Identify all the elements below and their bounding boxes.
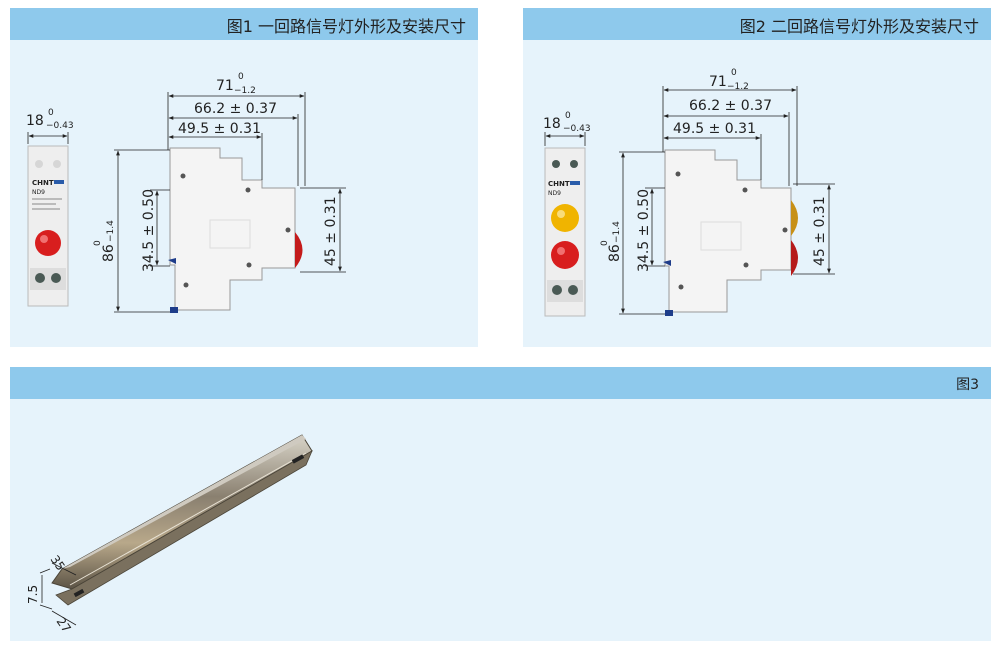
device-brand: CHNT xyxy=(548,180,570,188)
figure-2-panel: 图2 二回路信号灯外形及安装尺寸 CHNT ND9 18 0 xyxy=(523,8,991,347)
svg-text:0: 0 xyxy=(93,240,103,246)
svg-text:−1.4: −1.4 xyxy=(612,221,622,243)
dim-overall: 71 0 −1.2 xyxy=(662,68,798,186)
dim-overall: 71 0 −1.2 xyxy=(167,72,306,186)
svg-text:27: 27 xyxy=(54,615,74,636)
figure-1-drawing: CHNT ND9 18 0 −0.43 xyxy=(26,72,346,313)
figure-3-header: 图3 xyxy=(10,367,991,399)
dim-height: 86 0 −1.4 xyxy=(600,151,665,315)
figure-3-title: 图3 xyxy=(956,377,979,393)
svg-text:34.5 ± 0.50: 34.5 ± 0.50 xyxy=(141,189,157,272)
device-model: ND9 xyxy=(548,190,561,197)
svg-text:86: 86 xyxy=(607,244,623,262)
svg-text:0: 0 xyxy=(565,111,571,121)
svg-text:0: 0 xyxy=(600,240,610,246)
svg-text:−1.4: −1.4 xyxy=(106,220,116,242)
red-lamp xyxy=(551,241,579,269)
svg-text:86: 86 xyxy=(101,244,117,262)
figure-1-title: 图1 一回路信号灯外形及安装尺寸 xyxy=(226,17,466,36)
dim-rail: 34.5 ± 0.50 xyxy=(636,187,665,272)
device-front-view: CHNT ND9 xyxy=(27,145,69,307)
svg-text:45 ± 0.31: 45 ± 0.31 xyxy=(812,196,828,266)
dim-rail: 34.5 ± 0.50 xyxy=(141,189,170,272)
device-side-view xyxy=(168,147,303,313)
dim-66: 66.2 ± 0.37 xyxy=(663,98,790,186)
svg-text:−1.2: −1.2 xyxy=(727,82,749,92)
yellow-lamp xyxy=(551,204,579,232)
svg-text:−0.43: −0.43 xyxy=(46,121,74,131)
figure-1-header: 图1 一回路信号灯外形及安装尺寸 xyxy=(10,8,478,40)
svg-text:66.2 ± 0.37: 66.2 ± 0.37 xyxy=(194,101,277,117)
svg-text:71: 71 xyxy=(709,74,727,90)
svg-text:71: 71 xyxy=(216,78,234,94)
figure-2-drawing: CHNT ND9 18 0 −0.43 xyxy=(543,68,835,317)
dim-width: 18 0 −0.43 xyxy=(26,108,74,144)
svg-text:7.5: 7.5 xyxy=(26,585,40,604)
svg-text:18: 18 xyxy=(543,116,561,132)
svg-text:18: 18 xyxy=(26,113,44,129)
device-brand: CHNT xyxy=(32,179,54,187)
figure-2-header: 图2 二回路信号灯外形及安装尺寸 xyxy=(523,8,991,40)
device-front-view: CHNT ND9 xyxy=(544,147,586,317)
dim-49: 49.5 ± 0.31 xyxy=(663,121,762,180)
svg-text:45 ± 0.31: 45 ± 0.31 xyxy=(323,196,339,266)
dim-lens: 45 ± 0.31 xyxy=(300,187,346,273)
svg-text:66.2 ± 0.37: 66.2 ± 0.37 xyxy=(689,98,772,114)
din-rail xyxy=(51,434,313,606)
svg-text:−0.43: −0.43 xyxy=(563,124,591,134)
figure-3-panel: 图3 35 7.5 27 xyxy=(10,367,991,641)
figure-3-drawing: 35 7.5 27 xyxy=(26,434,313,636)
svg-text:49.5 ± 0.31: 49.5 ± 0.31 xyxy=(178,121,261,137)
figure-1-panel: 图1 一回路信号灯外形及安装尺寸 CHNT ND9 xyxy=(10,8,478,347)
svg-text:34.5 ± 0.50: 34.5 ± 0.50 xyxy=(636,189,652,272)
svg-text:0: 0 xyxy=(238,72,244,82)
dim-lens: 45 ± 0.31 xyxy=(793,183,835,275)
svg-text:0: 0 xyxy=(48,108,54,118)
device-model: ND9 xyxy=(32,189,45,196)
dim-height: 86 0 −1.4 xyxy=(93,149,170,313)
red-lamp xyxy=(35,230,61,256)
svg-text:−1.2: −1.2 xyxy=(234,86,256,96)
svg-text:49.5 ± 0.31: 49.5 ± 0.31 xyxy=(673,121,756,137)
svg-text:0: 0 xyxy=(731,68,737,78)
dim-66: 66.2 ± 0.37 xyxy=(168,101,299,186)
dim-width: 18 0 −0.43 xyxy=(543,111,591,146)
dim-49: 49.5 ± 0.31 xyxy=(168,121,263,180)
figure-2-title: 图2 二回路信号灯外形及安装尺寸 xyxy=(739,17,979,36)
device-side-view xyxy=(663,149,798,316)
